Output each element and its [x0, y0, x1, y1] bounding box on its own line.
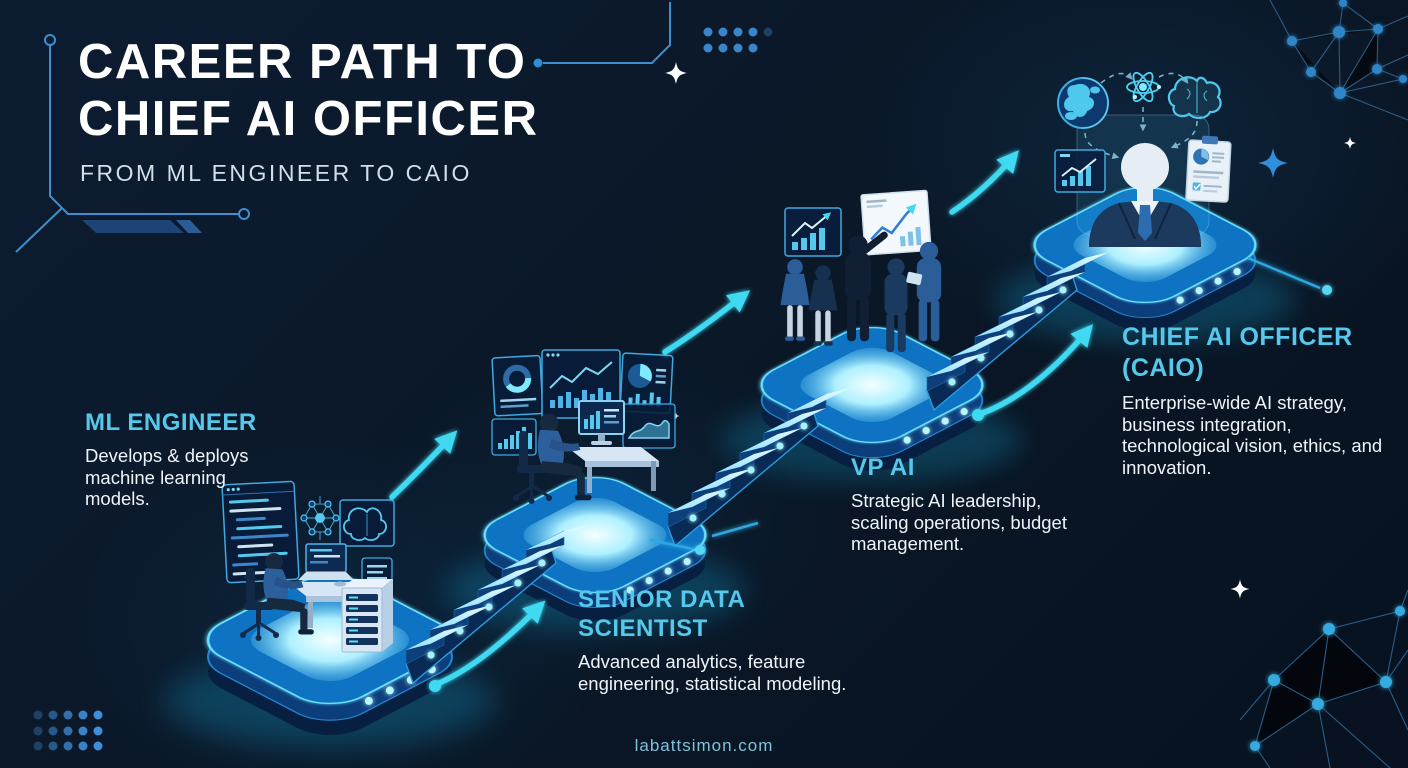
- dashboard-panel-donut: [491, 354, 544, 417]
- data-scientist-scene: [491, 349, 676, 506]
- page-title: CAREER PATH TO CHIEF AI OFFICER: [78, 34, 538, 148]
- neural-network-icon: [300, 496, 340, 540]
- page-title-line2: CHIEF AI OFFICER: [78, 92, 539, 146]
- stage-name: VP AI: [851, 454, 915, 481]
- bar-chart-panel-icon: [784, 207, 842, 257]
- title-block: CAREER PATH TO CHIEF AI OFFICER FROM ML …: [78, 34, 538, 187]
- page-subtitle: FROM ML ENGINEER TO CAIO: [80, 160, 472, 186]
- monitor-icon: [578, 400, 625, 445]
- atom-icon: [1126, 71, 1161, 103]
- ascent-arrow-icon: [949, 150, 1019, 215]
- brain-icon: [1167, 76, 1222, 119]
- ascent-arrow-icon: [432, 600, 546, 688]
- stage-label-vp-ai: VP AI Strategic AI leadership, scaling o…: [851, 453, 1096, 555]
- ascent-arrow-icon: [977, 324, 1093, 417]
- laptop-icon: [298, 543, 354, 587]
- vp-team-person: [780, 259, 810, 341]
- sparkle-icon: [1258, 148, 1288, 178]
- report-clipboard-icon: [1185, 135, 1232, 203]
- stage-name: SENIOR DATA SCIENTIST: [578, 586, 745, 642]
- ascent-arrow-icon: [662, 290, 751, 355]
- stage-description: Enterprise-wide AI strategy, business in…: [1122, 392, 1383, 478]
- dashboard-panel-bars: [491, 418, 537, 456]
- page-title-line1: CAREER PATH TO: [78, 35, 527, 89]
- vp-ai-scene: [780, 189, 942, 353]
- ascent-arrow-icon: [389, 430, 458, 500]
- stage-name: CHIEF AI OFFICER (CAIO): [1122, 323, 1353, 382]
- vp-team-person: [808, 265, 838, 346]
- executive-avatar: [1089, 143, 1201, 247]
- ascent-arrows: [389, 150, 1093, 688]
- circuit-title-right: [533, 2, 671, 68]
- sparkle-icon: [1230, 579, 1250, 599]
- stage-description: Develops & deploys machine learning mode…: [85, 445, 249, 509]
- dashed-connectors: [1084, 72, 1198, 160]
- stage-label-senior-data-scientist: SENIOR DATA SCIENTIST Advanced analytics…: [578, 585, 893, 694]
- ml-engineer-scene: [221, 480, 395, 653]
- network-constellation-topright: [1269, 0, 1408, 121]
- platform-circuit-lines: [649, 256, 1332, 555]
- circuit-topleft-decoration: [15, 34, 250, 253]
- stage-label-ml-engineer: ML ENGINEER Develops & deploys machine l…: [85, 408, 305, 510]
- dots-grid-top: [703, 27, 773, 53]
- stage-label-caio: CHIEF AI OFFICER (CAIO) Enterprise-wide …: [1122, 322, 1394, 478]
- stage-description: Strategic AI leadership, scaling operati…: [851, 490, 1067, 554]
- arrow-tail-node: [972, 409, 984, 421]
- dots-grid-bottomleft: [33, 710, 103, 751]
- brain-panel-icon: [339, 499, 395, 547]
- website-watermark: labattsimon.com: [634, 736, 774, 755]
- dashboard-panel-pie: [619, 352, 674, 415]
- caio-scene: [1054, 71, 1232, 247]
- title-underline-shape: [82, 220, 202, 233]
- globe-icon: [1057, 77, 1109, 129]
- arrow-tail-node: [429, 680, 441, 692]
- sparkle-icon: [665, 62, 687, 84]
- server-icon: [341, 579, 393, 653]
- stage-name: ML ENGINEER: [85, 409, 257, 436]
- bar-chart-icon: [1054, 149, 1106, 193]
- dashboard-panel-area: [622, 403, 676, 449]
- network-constellation-bottomright: [1239, 589, 1408, 768]
- sparkle-icon: [1344, 137, 1356, 149]
- vp-presenter-person: [845, 231, 888, 342]
- stage-description: Advanced analytics, feature engineering,…: [578, 651, 847, 694]
- vp-team-person: [906, 241, 942, 342]
